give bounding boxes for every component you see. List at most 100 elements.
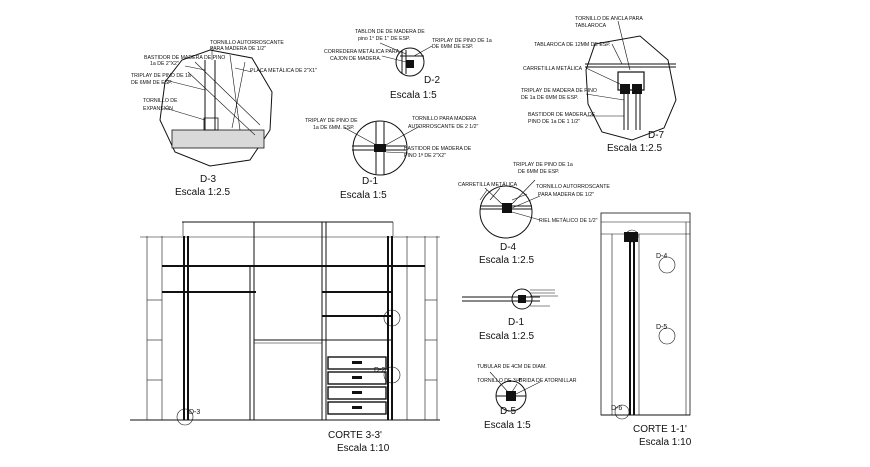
d4-hatch xyxy=(489,187,501,201)
d2-note-board: TABLON DE DE MADERA DE xyxy=(355,29,425,35)
d1-note-frame: BASTIDOR DE MADERA DE xyxy=(404,146,472,152)
d7-note-carriage: CARRETILLA METÁLICA xyxy=(523,65,583,72)
d3-hatch xyxy=(194,61,261,126)
d3-concrete-floor xyxy=(171,129,265,149)
d4-leader xyxy=(511,211,541,221)
c33-drawer xyxy=(327,401,387,415)
d3-note-frame-2: 1a DE 2"X2" xyxy=(150,61,179,67)
d4-hatch xyxy=(479,189,488,201)
d5-leader xyxy=(515,381,541,395)
c33-drawer xyxy=(327,356,387,370)
d2-scale: Escala 1:5 xyxy=(390,90,437,101)
c11-callout-d6: D-6 xyxy=(611,405,622,412)
c11-track xyxy=(624,232,638,242)
d4-scale: Escala 1:2.5 xyxy=(479,255,534,266)
d7-carriage xyxy=(620,84,630,94)
section-corte-1-1: D-4 D-5 D-6 CORTE 1-1' Escala 1:10 xyxy=(600,212,692,448)
d5-note-flange: BRIDA DE ATORNILLAR xyxy=(519,378,577,384)
c11-callout-d4: D-4 xyxy=(656,253,667,260)
d1-note-plywood-2: 1a DE 6MM. ESP. xyxy=(313,125,354,131)
c11-callout-d5: D-5 xyxy=(656,324,667,331)
d4-note-rail: RIEL METÁLICO DE 1/2" xyxy=(539,217,598,224)
d7-note-plywood: TRIPLAY DE MADERA DE PINO xyxy=(521,88,597,94)
d7-title: D-7 xyxy=(648,130,665,141)
c33-scale: Escala 1:10 xyxy=(337,443,390,454)
d7-carriage xyxy=(632,84,642,94)
d3-scale: Escala 1:2.5 xyxy=(175,187,230,198)
d3-note-anchor: TORNILLO DE xyxy=(143,98,178,104)
d4-leader xyxy=(484,187,503,205)
d3-note-screw-2: PARA MADERA DE 1/2" xyxy=(210,46,266,52)
d4-leader xyxy=(511,195,541,209)
c33-callout-circle xyxy=(383,366,401,384)
d1b-title: D-1 xyxy=(508,317,525,328)
d3-note-plywood: TRIPLAY DE PINO DE 1a xyxy=(131,73,191,79)
d3-title: D-3 xyxy=(200,174,217,185)
d2-note-plywood: TRIPLAY DE PINO DE 1a xyxy=(432,38,492,44)
d4-note-plywood: TRIPLAY DE PINO DE 1a xyxy=(513,162,573,168)
d7-note-plywood-2: DE 1a DE 6MM DE ESP. xyxy=(521,95,578,101)
d7-track xyxy=(617,71,645,91)
section-corte-3-3: D-3 D-2 CORTE 3-3' Escala 1:10 xyxy=(130,221,440,454)
d1-note-screw-2: AUTORROSCANTE DE 2 1/2" xyxy=(408,124,479,130)
d4-hatch xyxy=(511,193,528,201)
d7-detail-boundary xyxy=(585,35,677,141)
d2-note-plywood-2: DE 6MM DE ESP. xyxy=(432,44,473,50)
d3-note-frame: BASTIDOR DE MADERA DE PINO xyxy=(144,55,225,61)
d2-leader xyxy=(381,55,407,63)
detail-d4: TRIPLAY DE PINO DE 1a DE 6MM DE ESP. CAR… xyxy=(458,162,610,266)
d5-scale: Escala 1:5 xyxy=(484,420,531,431)
d2-note-board-2: pino 1° DE 1" DE ESP. xyxy=(358,36,410,42)
d1-leader xyxy=(385,151,409,154)
d7-leader xyxy=(585,67,621,85)
d2-note-slide: CORREDERA METÁLICA PARA xyxy=(324,48,400,55)
d7-note-anchor: TORNILLO DE ANCLA PARA xyxy=(575,16,643,22)
c33-drawer-handle xyxy=(352,376,362,379)
c33-callout-circle xyxy=(383,309,401,327)
d1-screw-block xyxy=(374,144,386,152)
detail-d1b: D-1 Escala 1:2.5 xyxy=(462,288,558,342)
d1-leader xyxy=(383,125,421,147)
d7-note-frame: BASTIDOR DE MADERA DE xyxy=(528,112,596,118)
d1b-bracket xyxy=(518,295,526,303)
c11-callout-circle xyxy=(614,404,630,420)
d1-note-screw: TORNILLO PARA MADERA xyxy=(412,116,477,122)
c33-title: CORTE 3-3' xyxy=(328,430,382,441)
c11-callout-circle xyxy=(658,256,676,274)
c33-drawer xyxy=(327,386,387,400)
d7-leader xyxy=(611,43,623,65)
d3-note-screw: TORNILLO AUTORROSCANTE xyxy=(210,40,284,46)
d4-note-carriage: CARRETILLA METÁLICA xyxy=(458,181,518,188)
d3-hatch xyxy=(187,71,256,136)
d2-note-slide-2: CAJON DE MADERA. xyxy=(330,56,381,62)
c33-drawer-handle xyxy=(352,391,362,394)
d4-leader xyxy=(511,179,536,205)
c33-drawer-handle xyxy=(352,361,362,364)
d1-detail-circle xyxy=(352,120,408,176)
d3-hatch xyxy=(231,61,246,129)
c33-drawer-handle xyxy=(352,406,362,409)
d3-note-plate: PLACA METÁLICA DE 2"X1" xyxy=(250,67,317,74)
d2-leader xyxy=(413,45,433,57)
c11-callout-circle xyxy=(658,327,676,345)
d1-note-frame-2: PINO 1ª DE 2"X2" xyxy=(404,153,446,159)
d4-detail-circle xyxy=(479,185,533,239)
d7-scale: Escala 1:2.5 xyxy=(607,143,662,154)
c11-callout-circle xyxy=(625,229,639,243)
d4-note-screw: TORNILLO AUTORROSCANTE xyxy=(536,184,610,190)
detail-d2: TABLON DE DE MADERA DE pino 1° DE 1" DE … xyxy=(324,29,492,101)
c11-scale: Escala 1:10 xyxy=(639,437,692,448)
d3-leader xyxy=(234,67,253,73)
d7-leader xyxy=(617,20,631,71)
d4-carriage xyxy=(502,203,512,213)
d5-leader xyxy=(511,383,518,393)
d7-note-frame-2: PINO DE 1a DE 1 1/2" xyxy=(528,119,580,125)
d7-note-anchor-2: TABLAROCA xyxy=(575,23,607,29)
d5-leader xyxy=(489,371,509,393)
d4-note-screw-2: PARA MADERA DE 1/2" xyxy=(538,192,594,198)
d3-frame-block xyxy=(203,117,219,131)
c11-title: CORTE 1-1' xyxy=(633,424,687,435)
detail-d7: TORNILLO DE ANCLA PARA TABLAROCA TABLARO… xyxy=(521,16,677,154)
d2-title: D-2 xyxy=(424,75,441,86)
c33-callout-circle xyxy=(176,408,194,426)
